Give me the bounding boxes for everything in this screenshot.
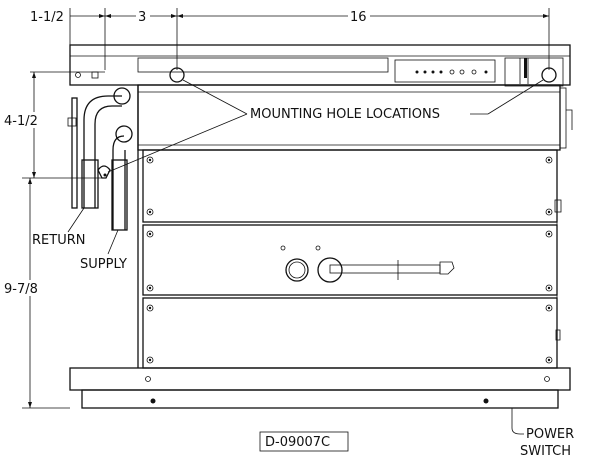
power-switch-label-line1: POWER xyxy=(526,427,574,442)
power-switch-leader xyxy=(511,408,524,435)
drawing-number-box xyxy=(259,431,349,452)
dim-left-upper: 4-1/2 xyxy=(4,114,38,129)
supply-label: SUPPLY xyxy=(80,257,127,272)
mounting-hole-leaders xyxy=(107,79,544,173)
return-leader xyxy=(67,207,85,233)
mounting-hole-label: MOUNTING HOLE LOCATIONS xyxy=(250,107,440,122)
piping xyxy=(67,87,133,231)
dim-top-mid: 3 xyxy=(138,10,146,25)
return-label: RETURN xyxy=(32,233,85,248)
drawing-number: D-09007C xyxy=(265,435,330,450)
cabinet xyxy=(69,44,573,409)
dim-top-right: 16 xyxy=(350,10,367,25)
dim-left-lower: 9-7/8 xyxy=(4,282,38,297)
supply-leader xyxy=(107,229,119,255)
power-switch-label-line2: SWITCH xyxy=(520,444,571,459)
dim-top-left: 1-1/2 xyxy=(30,10,64,25)
